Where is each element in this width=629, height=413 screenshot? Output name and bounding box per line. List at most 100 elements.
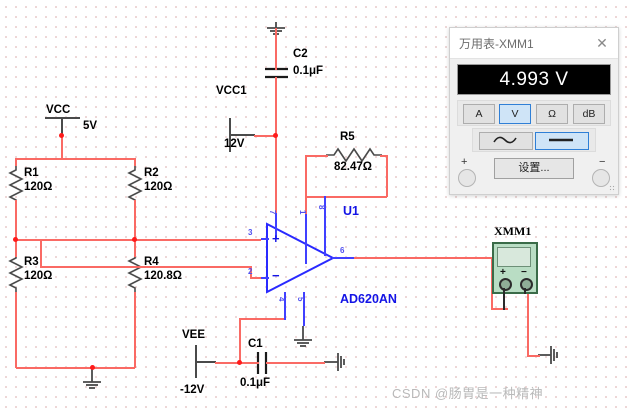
wire-r5-right [380, 155, 388, 157]
wire-nodeB-seg2 [40, 266, 252, 268]
dialog-plus-sign: + [461, 156, 468, 168]
wire-nodeB-seg1 [41, 239, 65, 241]
dialog-title-bar[interactable]: 万用表-XMM1 ✕ [450, 28, 618, 59]
node-bridge-left [13, 237, 18, 242]
wire-r1-top [15, 158, 17, 166]
wire-r1-bot [15, 200, 17, 242]
wire-r5-left [306, 155, 328, 157]
wire-r4-top [134, 239, 136, 257]
mode-button-group [472, 128, 596, 152]
ac-sine-glyph [493, 136, 517, 144]
pin5-lead [303, 292, 305, 326]
wire-nodeB-drop [40, 239, 42, 267]
wire-vcc-drop [61, 135, 63, 159]
dialog-title: 万用表-XMM1 [459, 37, 534, 51]
pin4-stub [284, 318, 286, 320]
xmm1-symbol-screen [497, 247, 531, 267]
xmm1-plus-terminal[interactable] [499, 278, 512, 291]
unit-button-group: A V Ω dB [457, 100, 611, 126]
label-r2-value: 120Ω [144, 181, 173, 193]
wire-bridge-gnd [16, 367, 135, 369]
label-r5-ref: R5 [340, 131, 355, 143]
label-vcc-name: VCC [46, 104, 71, 116]
label-r1-value: 120Ω [24, 181, 53, 193]
xmm1-minus-leadwire [524, 288, 526, 294]
label-r3-ref: R3 [24, 256, 39, 268]
label-vee-name: VEE [182, 329, 206, 341]
wire-out-to-plus [491, 308, 508, 310]
close-icon[interactable]: ✕ [596, 35, 608, 51]
dialog-plus-terminal[interactable] [458, 169, 476, 187]
opamp-minus-sign: − [272, 268, 280, 283]
unit-button-volt[interactable]: V [499, 104, 531, 124]
node-vee [237, 360, 242, 365]
dialog-minus-sign: − [599, 156, 606, 168]
resize-grip[interactable] [609, 185, 616, 192]
wire-r3-bot [15, 292, 17, 368]
node-bridge-right [132, 237, 137, 242]
pin4-lead [284, 292, 286, 319]
wire-bridge-mid [16, 239, 136, 241]
pin7-lead [275, 213, 277, 239]
label-opamp-ref: U1 [343, 204, 359, 218]
wire-r5-right-drop [386, 155, 388, 197]
wire-xmm-minus-gnd [527, 355, 540, 357]
xmm1-minus-terminal[interactable] [520, 278, 533, 291]
wire-r4-bot [134, 292, 136, 368]
xmm1-minus-label: − [521, 267, 527, 278]
unit-button-decibel[interactable]: dB [573, 104, 605, 124]
label-r5-value: 82.47Ω [334, 161, 372, 173]
label-vee-value: -12V [180, 384, 205, 396]
wire-r2-bot [134, 200, 136, 242]
wire-r3-top [15, 239, 17, 257]
xmm1-plus-leadwire [503, 288, 505, 310]
wire-vcc1-to-node [254, 135, 277, 137]
ac-sine-icon[interactable] [479, 132, 533, 150]
meter-reading-display: 4.993 V [457, 64, 611, 95]
wire-c2-lower [275, 77, 277, 137]
label-vcc1-value: 12V [224, 138, 245, 150]
settings-button[interactable]: 设置... [494, 158, 574, 179]
unit-button-ohm[interactable]: Ω [536, 104, 568, 124]
label-c1-ref: C1 [248, 338, 263, 350]
node-vcc1 [273, 133, 278, 138]
label-c2-value: 0.1μF [293, 65, 324, 77]
unit-button-ampere[interactable]: A [463, 104, 495, 124]
xmm1-plus-label: + [500, 267, 506, 278]
label-c1-value: 0.1μF [240, 377, 271, 389]
wire-out-to-xmm [352, 257, 493, 259]
wire-c2-upper [275, 28, 277, 70]
label-opamp-part: AD620AN [340, 292, 397, 306]
pin-number-5: 5 [296, 297, 305, 302]
wire-nodeB-to-pin2 [250, 277, 262, 279]
label-vcc1-name: VCC1 [216, 85, 247, 97]
pin-number-6: 6 [340, 246, 345, 255]
pin-number-1: 1 [298, 210, 307, 215]
dialog-minus-terminal[interactable] [592, 169, 610, 187]
opamp-plus-sign: + [272, 231, 280, 246]
pin8-lead [324, 196, 326, 256]
pin-number-4: 4 [277, 297, 286, 302]
dc-line-glyph [549, 138, 573, 142]
pin-number-7: 7 [268, 210, 277, 215]
wire-xmm-minus-drop [527, 290, 529, 356]
pin3-lead [261, 238, 269, 240]
multimeter-dialog[interactable]: 万用表-XMM1 ✕ 4.993 V A V Ω dB 设置... + − [449, 27, 619, 195]
pin-number-2: 2 [248, 267, 253, 276]
node-bridge-gnd [90, 365, 95, 370]
wire-vee-rise [239, 318, 241, 363]
label-vcc-value: 5V [83, 120, 98, 132]
pin-number-8: 8 [317, 205, 326, 210]
wire-r5-to-pin1 [305, 155, 307, 215]
wire-r2-top [134, 158, 136, 166]
label-xmm1-ref: XMM1 [494, 224, 532, 238]
pin-number-3: 3 [248, 228, 253, 237]
label-r1-ref: R1 [24, 167, 39, 179]
dc-line-icon[interactable] [535, 132, 589, 150]
wire-nodeA-to-pin3 [136, 239, 261, 241]
label-r3-value: 120Ω [24, 270, 53, 282]
wire-c1-right [266, 362, 325, 364]
label-r4-value: 120.8Ω [144, 270, 182, 282]
wire-vcc1-to-pin7 [275, 135, 277, 213]
